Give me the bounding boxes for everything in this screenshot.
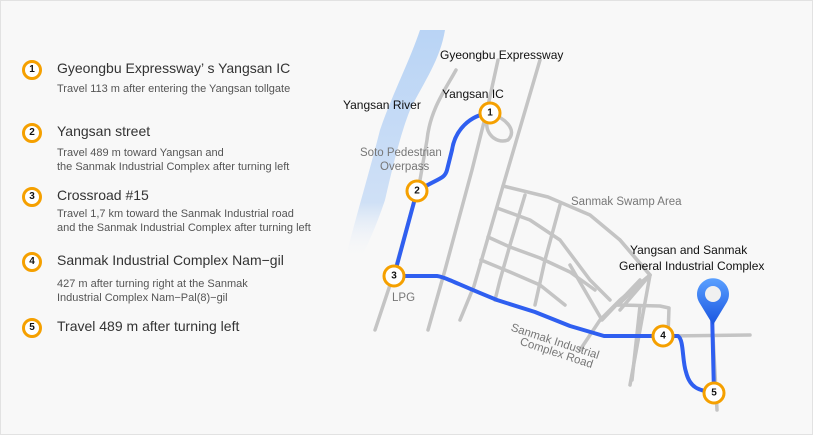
step-title: Sanmak Industrial Complex Nam−gil [57, 252, 284, 268]
step-desc: Industrial Complex Nam−Pal(8)−gil [57, 292, 228, 304]
step-desc: Travel 113 m after entering the Yangsan … [57, 83, 291, 95]
step-title: Yangsan street [57, 123, 151, 139]
step-number-badge: 5 [22, 318, 42, 338]
route-marker-1[interactable]: 1 [478, 101, 502, 125]
label-lpg: LPG [392, 292, 416, 304]
label-complex: General Industrial Complex [619, 259, 765, 273]
label-overpass: Soto Pedestrian [360, 147, 442, 159]
destination-pin-icon [696, 278, 729, 325]
roads [373, 58, 752, 412]
label-expressway: Gyeongbu Expressway [440, 48, 564, 62]
route-marker-4[interactable]: 4 [651, 324, 675, 348]
label-yangsan-river: Yangsan River [343, 98, 421, 112]
step-desc: the Sanmak Industrial Complex after turn… [57, 161, 290, 173]
step-number-badge: 3 [22, 187, 42, 207]
step-title: Travel 489 m after turning left [57, 318, 240, 334]
label-complex: Yangsan and Sanmak [630, 243, 748, 257]
step-desc: 427 m after turning right at the Sanmak [57, 278, 248, 290]
route-marker-2[interactable]: 2 [405, 179, 429, 203]
route-marker-3[interactable]: 3 [382, 264, 406, 288]
label-yangsan-ic: Yangsan IC [442, 87, 504, 101]
step-title: Gyeongbu Expressway’ s Yangsan IC [57, 60, 291, 76]
step-number-badge: 4 [22, 252, 42, 272]
route-marker-5[interactable]: 5 [702, 381, 726, 405]
label-overpass: Overpass [380, 161, 430, 173]
step-number-badge: 2 [22, 123, 42, 143]
label-swamp: Sanmak Swamp Area [571, 196, 682, 208]
step-desc: and the Sanmak Industrial Complex after … [57, 222, 311, 234]
step-number-badge: 1 [22, 60, 42, 80]
step-desc: Travel 1,7 km toward the Sanmak Industri… [57, 208, 294, 220]
step-title: Crossroad #15 [57, 187, 149, 203]
yangsan-river [345, 30, 445, 260]
step-desc: Travel 489 m toward Yangsan and [57, 147, 224, 159]
